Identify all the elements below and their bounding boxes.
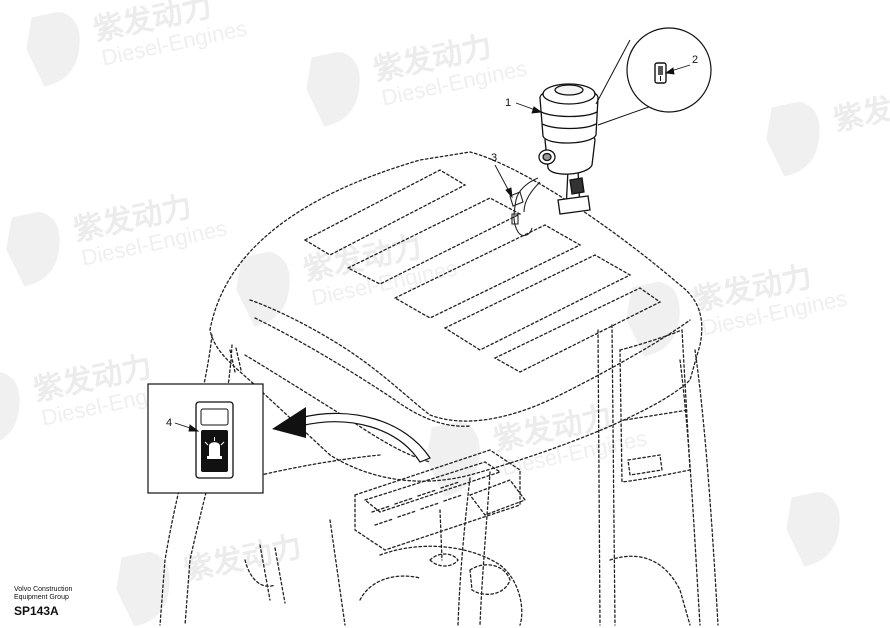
side-window-latch xyxy=(627,454,663,476)
side-pillar xyxy=(694,349,719,626)
watermark-tile: 紫发动力 Diesel-Engines xyxy=(426,399,649,497)
lever-left xyxy=(244,559,276,587)
callout-number-1: 1 xyxy=(505,97,511,109)
watermark-brand-cn: 紫发动力 xyxy=(830,79,890,138)
leader-arrowhead xyxy=(505,187,513,199)
roof-panel xyxy=(303,169,467,256)
drawing-code: SP143A xyxy=(14,604,59,618)
roof-panel xyxy=(493,287,662,373)
roof-front-edge-inner xyxy=(254,317,471,427)
watermark-logo-icon xyxy=(26,11,80,87)
watermark-tile: 紫发动力 xyxy=(766,79,890,177)
harness-cable xyxy=(513,177,539,237)
joystick-base xyxy=(429,553,459,567)
front-pillar-mid-inner xyxy=(479,471,491,626)
pointer-arrow xyxy=(272,407,431,463)
watermark-logo-icon xyxy=(306,51,360,127)
beacon-socket-hole xyxy=(542,152,552,162)
control-cluster xyxy=(469,564,511,595)
wiring-harness xyxy=(509,177,541,237)
cab-handle xyxy=(229,349,236,373)
watermark-logo-icon xyxy=(426,421,480,497)
dashboard-switches xyxy=(374,494,463,526)
cab-outline xyxy=(159,151,719,626)
switch-detail-box xyxy=(147,383,264,494)
bulb-icon xyxy=(654,62,667,84)
watermark-brand-cn: 紫发动力 xyxy=(180,529,305,588)
beacon-lens-band xyxy=(541,123,597,130)
rear-pillar xyxy=(597,329,601,626)
watermark-logo-icon xyxy=(116,551,170,627)
watermark-tile: 紫发动力 Diesel-Engines xyxy=(306,29,529,127)
callout-number-2: 2 xyxy=(692,54,698,66)
watermark-logo-icon xyxy=(786,491,840,567)
dashboard-switches xyxy=(371,481,460,513)
side-window-sash xyxy=(624,409,689,421)
windshield-edge xyxy=(239,454,381,481)
front-pillar-mid xyxy=(457,477,471,626)
detail-leader-line xyxy=(595,39,631,105)
lever xyxy=(259,544,286,604)
beacon-mount-base xyxy=(557,195,591,215)
drawing-caption: Volvo Construction Equipment Group SP143… xyxy=(14,586,72,618)
company-name-line2: Equipment Group xyxy=(14,594,69,601)
watermark-tile: 紫发动力 Diesel-Engines xyxy=(26,0,249,87)
rear-pillar-inner xyxy=(611,324,616,626)
callout-number-4: 4 xyxy=(166,417,172,429)
beacon-cap-top xyxy=(554,84,584,96)
beacon-mount-nut xyxy=(569,177,585,195)
roof-panel xyxy=(346,197,522,285)
callout-number-3: 3 xyxy=(491,152,497,164)
console-box xyxy=(468,479,527,516)
dashboard-panel xyxy=(363,461,502,513)
company-name-line1: Volvo Construction xyxy=(14,586,73,593)
beacon-lens-band xyxy=(540,111,598,118)
watermark-logo-icon xyxy=(626,281,680,357)
cab-handle xyxy=(235,347,242,371)
watermark-logo-icon xyxy=(6,211,60,287)
side-window xyxy=(619,329,691,483)
seat xyxy=(379,545,523,626)
side-pillar-inner xyxy=(679,359,701,626)
arrow-head-icon xyxy=(272,407,306,438)
joystick xyxy=(439,509,443,561)
floor-line xyxy=(329,519,346,626)
leader-arrowhead xyxy=(531,106,543,114)
watermark-tile: 紫发动力 Diesel-Engines xyxy=(626,259,849,357)
right-console xyxy=(609,555,691,626)
bulb-detail xyxy=(595,27,712,126)
callout-leaders xyxy=(174,64,691,432)
leader-arrowhead xyxy=(664,67,675,75)
watermark-tile xyxy=(786,491,840,567)
seat-back xyxy=(359,575,421,601)
harness-cable xyxy=(523,181,541,213)
detail-circle xyxy=(626,27,712,113)
roof-panel xyxy=(393,224,582,319)
watermark-logo-icon xyxy=(0,371,20,447)
watermark-tile: 紫发动力 Diesel-Engines xyxy=(6,189,229,287)
watermark-logo-icon xyxy=(236,251,290,327)
roof-panel xyxy=(443,254,632,351)
leader-arrowhead xyxy=(188,424,200,432)
roof-front-edge xyxy=(249,299,691,422)
watermark-logo-icon xyxy=(766,101,820,177)
harness-plug xyxy=(511,213,519,225)
windshield-edge xyxy=(244,354,431,463)
rotating-beacon xyxy=(538,83,599,215)
watermark-tile: 紫发动力 Diesel-Engines xyxy=(236,229,459,327)
curved-arrow-shaft xyxy=(299,412,431,463)
dashboard xyxy=(354,449,521,551)
roof-outline xyxy=(209,151,703,482)
beacon-switch-icon xyxy=(195,401,234,479)
harness-connector xyxy=(509,191,524,207)
